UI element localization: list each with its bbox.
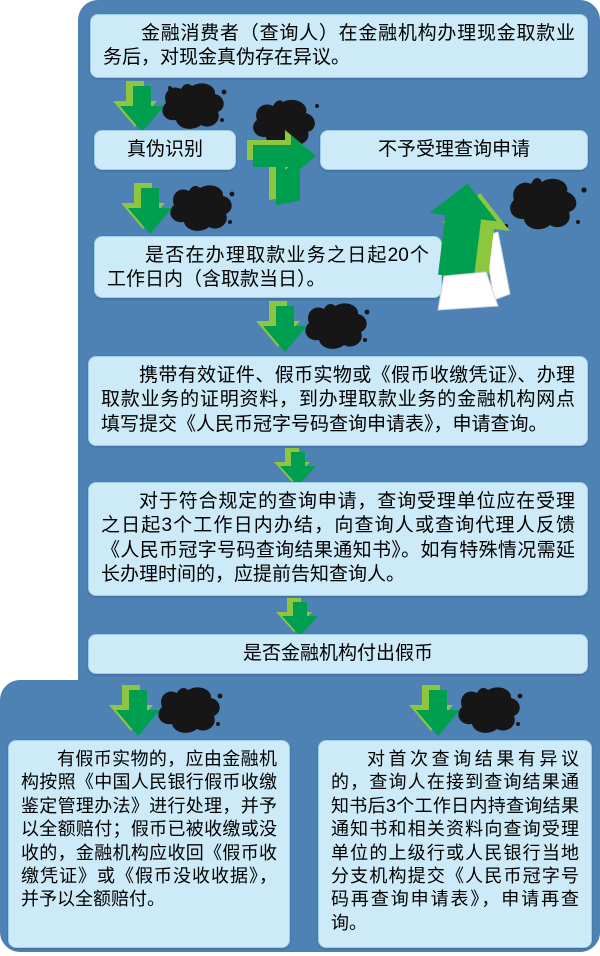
node-requery: 对首次查询结果有异议的，查询人在接到查询结果通知书后3个工作日内持查询结果通知书… [318,740,592,948]
node-identify: 真伪识别 [94,130,236,170]
node-fake-yes: 有假币实物的，应由金融机构按照《中国人民银行假币收缴鉴定管理办法》进行处理，并予… [8,740,290,948]
node-within20: 是否在办理取款业务之日起20个工作日内（含取款当日）。 [94,236,442,298]
node-submit: 携带有效证件、假币实物或《假币收缴凭证》、办理取款业务的证明资料，到办理取款业务… [88,356,588,446]
node-start: 金融消费者（查询人）在金融机构办理现金取款业务后，对现金真伪存在异议。 [90,14,588,78]
node-process: 对于符合规定的查询申请，查询受理单位应在受理之日起3个工作日内办结，向查询人或查… [88,482,588,596]
node-reject: 不予受理查询申请 [320,130,588,170]
node-isfake: 是否金融机构付出假币 [88,634,588,674]
